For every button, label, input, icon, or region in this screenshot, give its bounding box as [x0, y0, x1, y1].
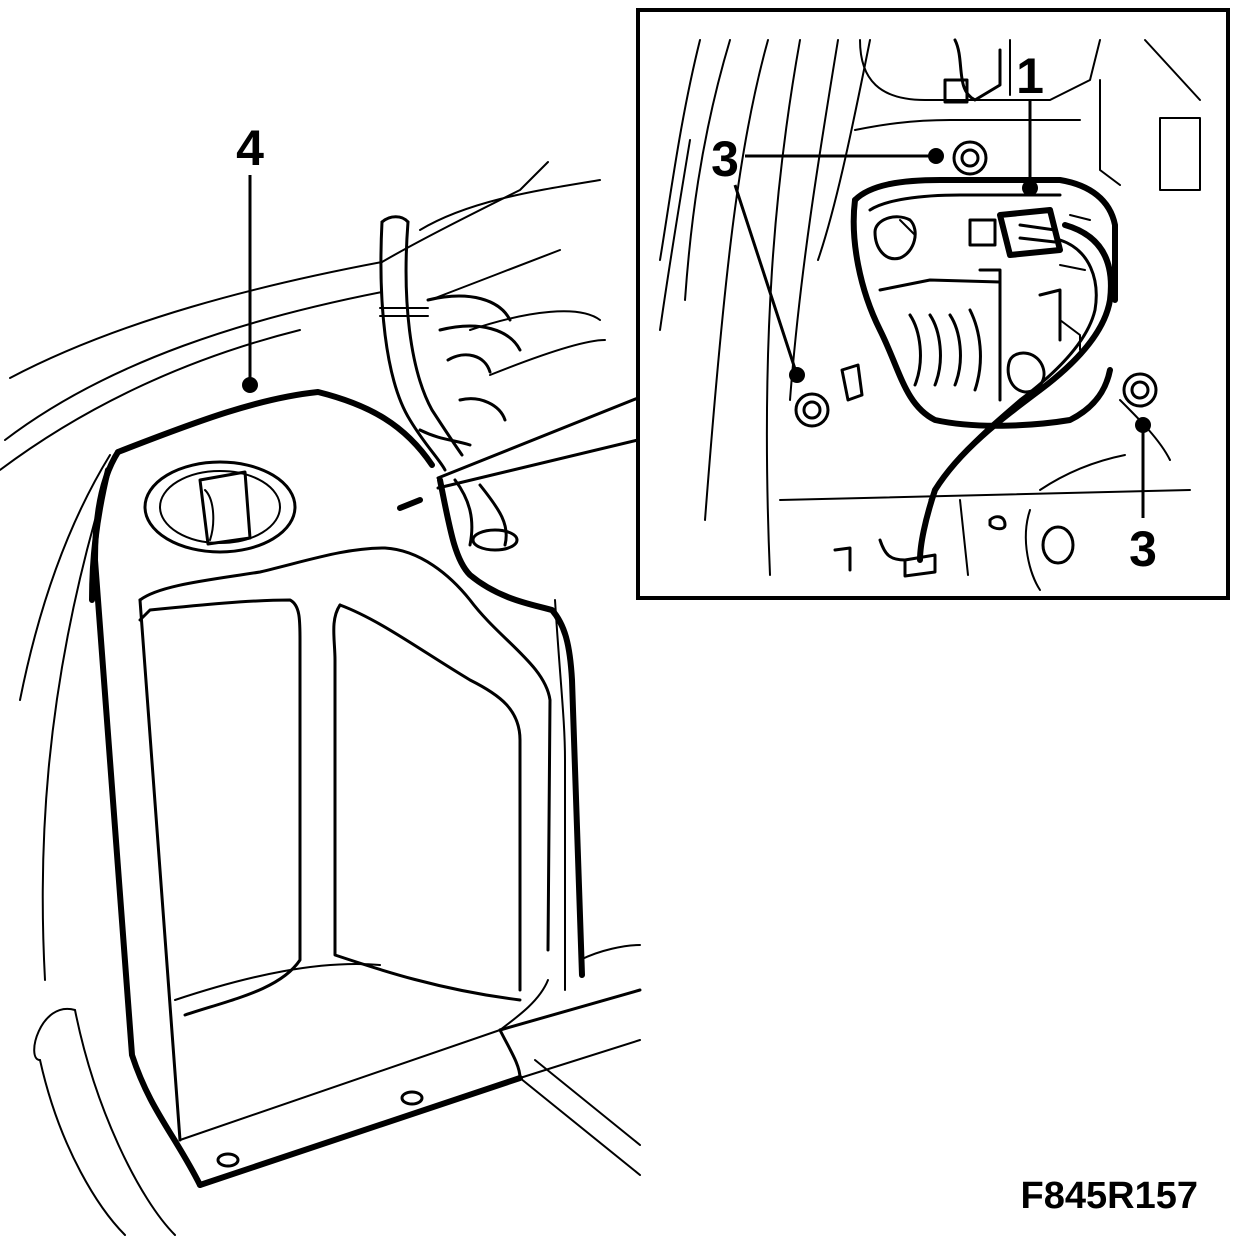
callout-4-label: 4 [236, 120, 264, 176]
callout-3-top-label: 3 [711, 131, 739, 187]
callout-3-left-dot [789, 367, 805, 383]
mounting-nut-left [794, 392, 830, 428]
figure-id: F845R157 [1021, 1175, 1198, 1217]
detail-pointer [397, 396, 640, 511]
mounting-nut-top [952, 140, 988, 176]
main-view: 4 [0, 120, 642, 1236]
callout-3-right-label: 3 [1129, 521, 1157, 577]
callout-3-right: 3 [1129, 417, 1157, 577]
trim-panel [89, 389, 642, 1188]
callout-1: 1 [1016, 48, 1044, 196]
mounting-nut-right [1122, 372, 1158, 408]
inset-detail-view: 1 3 3 3 [636, 8, 1230, 600]
inset-frame [636, 8, 1230, 600]
callout-1-label: 1 [1016, 48, 1044, 104]
callout-1-dot [1022, 180, 1038, 196]
inset-artwork [659, 38, 1201, 591]
callout-4: 4 [236, 120, 264, 393]
callout-3-top: 3 [711, 131, 944, 187]
callout-3-right-dot [1135, 417, 1151, 433]
callout-3-top-dot [928, 148, 944, 164]
wiring-harness [379, 215, 522, 552]
callout-3-left: 3 [733, 184, 805, 383]
body-contour-lines [0, 161, 641, 1236]
callout-4-dot [242, 377, 258, 393]
